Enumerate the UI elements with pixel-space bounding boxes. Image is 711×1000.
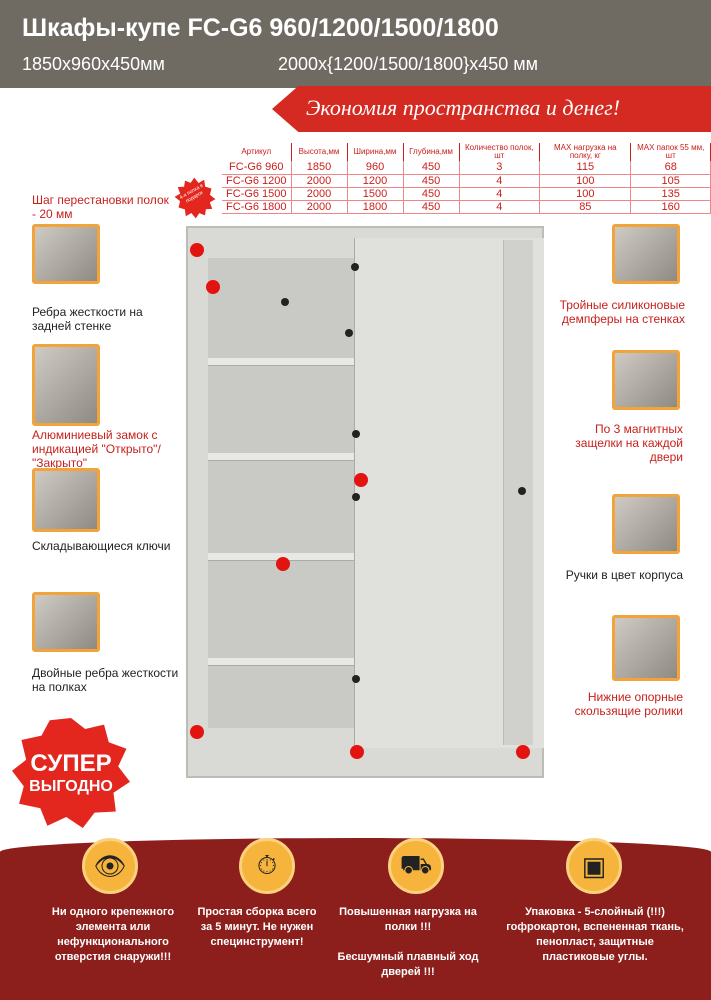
col-header: Ширина,мм [347, 143, 404, 161]
label-latches: По 3 магнитных защелки на каждой двери [575, 422, 683, 464]
col-header: Артикул [222, 143, 292, 161]
header: Шкафы-купе FC-G6 960/1200/1500/1800 1850… [0, 0, 711, 88]
shelf-ribs-photo [32, 592, 100, 652]
table-cell: 2000 [291, 200, 348, 214]
dampers-photo [612, 224, 680, 284]
feature-assembly: Простая сборка всего за 5 минут. Не нуже… [197, 906, 317, 948]
latches-photo [612, 350, 680, 410]
loader-icon: ⛟ [388, 838, 444, 894]
table-cell: 1800 [347, 200, 404, 214]
marker-dot [190, 243, 204, 257]
cabinet-image [186, 226, 544, 778]
rollers-photo [612, 615, 680, 681]
table-cell: 450 [403, 174, 460, 188]
eye-icon: 👁 [82, 838, 138, 894]
table-cell: 160 [630, 200, 711, 214]
table-cell: 105 [630, 174, 711, 188]
marker-dot [350, 745, 364, 759]
label-lock: Алюминиевый замок с индикацией "Открыто"… [32, 428, 161, 470]
table-cell: 1200 [347, 174, 404, 188]
table-cell: 450 [403, 200, 460, 214]
table-cell: FC-G6 960 [222, 161, 292, 175]
slogan-ribbon: Экономия пространства и денег! [272, 86, 711, 132]
col-header: MAX нагрузка на полку, кг [539, 143, 632, 161]
dimensions-other: 2000х{1200/1500/1800}х450 мм [278, 54, 538, 74]
table-cell: FC-G6 1500 [222, 187, 292, 201]
feature-load: Повышенная нагрузка на полки !!! [339, 906, 477, 933]
col-header: Количество полок, шт [459, 143, 541, 161]
marker-dot [354, 473, 368, 487]
table-cell: 85 [539, 200, 632, 214]
marker-dot [516, 745, 530, 759]
marker-dot [276, 557, 290, 571]
label-keys: Складывающиеся ключи [32, 539, 171, 553]
table-cell: 4 [459, 200, 541, 214]
table-cell: 960 [347, 161, 404, 175]
col-header: Высота,мм [291, 143, 348, 161]
table-cell: FC-G6 1200 [222, 174, 292, 188]
marker-dot [190, 725, 204, 739]
table-cell: 2000 [291, 174, 348, 188]
feature-no-fasteners: Ни одного крепежного элемента или нефунк… [51, 906, 175, 963]
table-cell: 2000 [291, 187, 348, 201]
label-dampers: Тройные силиконовые демпферы на стенках [559, 298, 685, 326]
table-cell: 68 [630, 161, 711, 175]
dimensions-960: 1850х960х450мм [22, 54, 165, 74]
box-icon: ▣ [566, 838, 622, 894]
deal-text: ВЫГОДНО [29, 778, 113, 795]
table-cell: 1850 [291, 161, 348, 175]
label-shelf-step: Шаг перестановки полок - 20 мм [32, 193, 169, 221]
label-back-ribs: Ребра жесткости на задней стенке [32, 305, 143, 333]
marker-dot [206, 280, 220, 294]
gift-badge-text: 4-я полка в подарок [178, 182, 205, 205]
feature-silent: Бесшумный плавный ход дверей !!! [337, 951, 479, 978]
table-cell: 450 [403, 187, 460, 201]
table-cell: 135 [630, 187, 711, 201]
label-handles: Ручки в цвет корпуса [565, 568, 683, 582]
table-cell: 100 [539, 174, 632, 188]
super-text: СУПЕР [30, 750, 112, 777]
label-rollers: Нижние опорные скользящие ролики [574, 690, 683, 718]
table-cell: 115 [539, 161, 632, 175]
table-cell: 4 [459, 187, 541, 201]
super-deal-badge: СУПЕР ВЫГОДНО [12, 718, 130, 828]
table-cell: 450 [403, 161, 460, 175]
col-header: Глубина,мм [403, 143, 460, 161]
page-title: Шкафы-купе FC-G6 960/1200/1500/1800 [22, 14, 499, 42]
shelf-step-photo [32, 224, 100, 284]
table-cell: 4 [459, 174, 541, 188]
col-header: MAX папок 55 мм, шт [630, 143, 711, 161]
gift-badge: 4-я полка в подарок [169, 171, 222, 225]
keys-photo [32, 468, 100, 532]
label-shelf-ribs: Двойные ребра жесткости на полках [32, 666, 179, 694]
feature-packaging: Упаковка - 5-слойный (!!!) гофрокартон, … [506, 906, 684, 963]
table-cell: 3 [459, 161, 541, 175]
handle-photo [612, 494, 680, 554]
table-cell: FC-G6 1800 [222, 200, 292, 214]
lock-photo [32, 344, 100, 426]
stopwatch-icon: ⏱ [239, 838, 295, 894]
slogan: Экономия пространства и денег! [306, 95, 621, 120]
table-cell: 1500 [347, 187, 404, 201]
table-cell: 100 [539, 187, 632, 201]
